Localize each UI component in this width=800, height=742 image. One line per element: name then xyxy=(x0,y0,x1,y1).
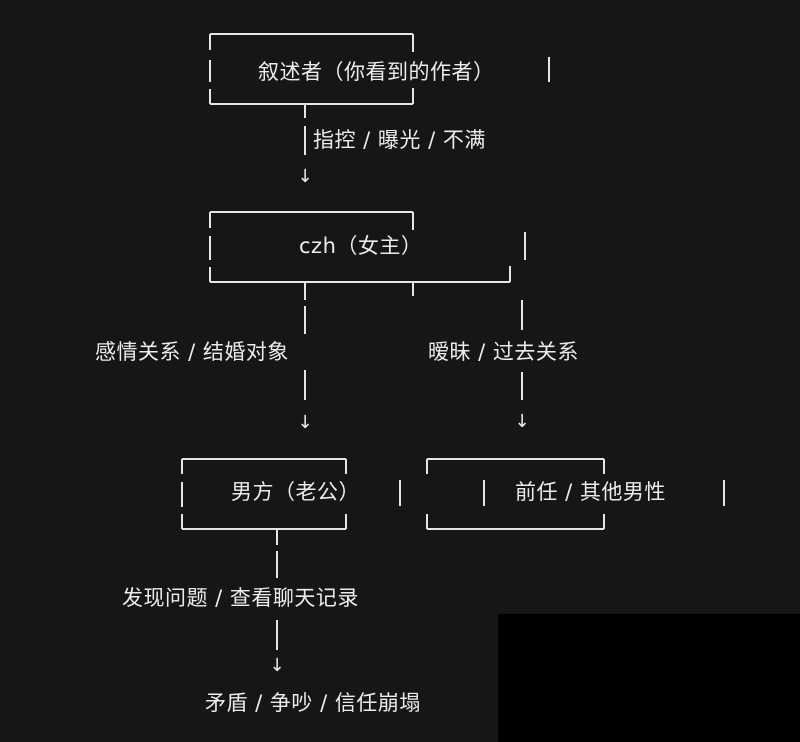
connector-czh-husband xyxy=(304,282,414,400)
arrow-down-icon: ↓ xyxy=(514,411,530,432)
node-narrator: 叙述者（你看到的作者） xyxy=(258,60,495,84)
node-outcome: 矛盾 / 争吵 / 信任崩塌 xyxy=(205,691,421,715)
black-overlay-block xyxy=(498,614,800,742)
edge-label-husband-outcome: 发现问题 / 查看聊天记录 xyxy=(122,586,359,610)
node-husband: 男方（老公） xyxy=(231,480,360,504)
node-czh: czh（女主） xyxy=(299,234,423,258)
edge-label-czh-husband: 感情关系 / 结婚对象 xyxy=(95,340,289,364)
arrow-down-icon: ↓ xyxy=(269,655,285,676)
narrator-box xyxy=(209,33,550,105)
arrow-down-icon: ↓ xyxy=(297,412,313,433)
edge-label-czh-ex: 暧昧 / 过去关系 xyxy=(428,340,579,364)
node-ex: 前任 / 其他男性 xyxy=(515,480,666,504)
czh-box xyxy=(209,211,526,283)
edge-label-narrator-czh: 指控 / 曝光 / 不满 xyxy=(313,128,486,152)
husband-box xyxy=(181,458,401,530)
arrow-down-icon: ↓ xyxy=(297,166,313,187)
ex-box xyxy=(426,458,725,530)
